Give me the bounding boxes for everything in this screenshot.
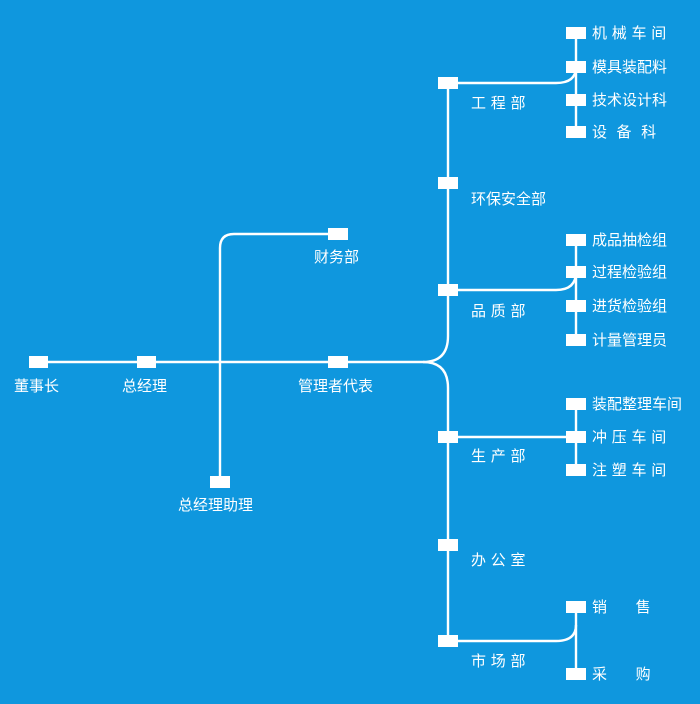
node-dept-safety bbox=[438, 177, 458, 189]
node-dept-production bbox=[438, 431, 458, 443]
connector-lines bbox=[38, 33, 578, 674]
unit-label: 冲 压 车 间 bbox=[592, 428, 667, 446]
node-chairman bbox=[29, 356, 48, 368]
node-unit bbox=[566, 300, 586, 312]
dept-label: 环保安全部 bbox=[471, 190, 547, 208]
dept-label: 工 程 部 bbox=[471, 94, 526, 112]
dept-label: 品 质 部 bbox=[471, 302, 526, 320]
node-unit bbox=[566, 431, 586, 443]
dept-label: 市 场 部 bbox=[471, 652, 526, 670]
dept-label: 办 公 室 bbox=[471, 551, 526, 569]
lower-spine-line bbox=[422, 360, 450, 641]
node-unit bbox=[566, 334, 586, 346]
dept-label: 生 产 部 bbox=[471, 447, 526, 465]
unit-label: 过程检验组 bbox=[592, 263, 668, 281]
unit-label: 销 售 bbox=[592, 598, 651, 616]
market-branch-line bbox=[448, 624, 578, 643]
finance-branch-line bbox=[218, 232, 338, 482]
unit-label: 模具装配料 bbox=[592, 58, 668, 76]
unit-label: 设 备 科 bbox=[592, 123, 657, 141]
node-dept-market bbox=[438, 635, 458, 647]
unit-label: 注 塑 车 间 bbox=[592, 461, 667, 479]
unit-label: 装配整理车间 bbox=[592, 395, 683, 413]
gm-label: 总经理 bbox=[122, 377, 168, 395]
node-unit bbox=[566, 94, 586, 106]
unit-label: 计量管理员 bbox=[592, 331, 668, 349]
node-dept-quality bbox=[438, 284, 458, 296]
unit-label: 进货检验组 bbox=[592, 297, 668, 315]
node-gm-assistant bbox=[210, 476, 230, 488]
finance-label: 财务部 bbox=[314, 248, 360, 266]
node-unit bbox=[566, 27, 586, 39]
node-unit bbox=[566, 234, 586, 246]
node-gm bbox=[137, 356, 156, 368]
node-finance bbox=[328, 228, 348, 240]
node-dept-engineering bbox=[438, 77, 458, 89]
rep-label: 管理者代表 bbox=[298, 377, 374, 395]
engineering-branch-line bbox=[448, 66, 578, 85]
gm-assistant-label: 总经理助理 bbox=[178, 496, 254, 514]
unit-label: 技术设计科 bbox=[592, 91, 668, 109]
node-unit bbox=[566, 126, 586, 138]
node-unit bbox=[566, 464, 586, 476]
unit-label: 机 械 车 间 bbox=[592, 24, 667, 42]
node-unit bbox=[566, 398, 586, 410]
unit-label: 成品抽检组 bbox=[592, 231, 668, 249]
node-unit bbox=[566, 266, 586, 278]
chairman-label: 董事长 bbox=[14, 377, 60, 395]
node-unit bbox=[566, 601, 586, 613]
unit-label: 采 购 bbox=[592, 665, 651, 683]
node-dept-office bbox=[438, 539, 458, 551]
node-unit bbox=[566, 61, 586, 73]
node-boxes bbox=[29, 27, 586, 680]
quality-branch-line bbox=[448, 271, 578, 292]
node-rep bbox=[328, 356, 348, 368]
node-unit bbox=[566, 668, 586, 680]
upper-spine-line bbox=[422, 83, 450, 364]
